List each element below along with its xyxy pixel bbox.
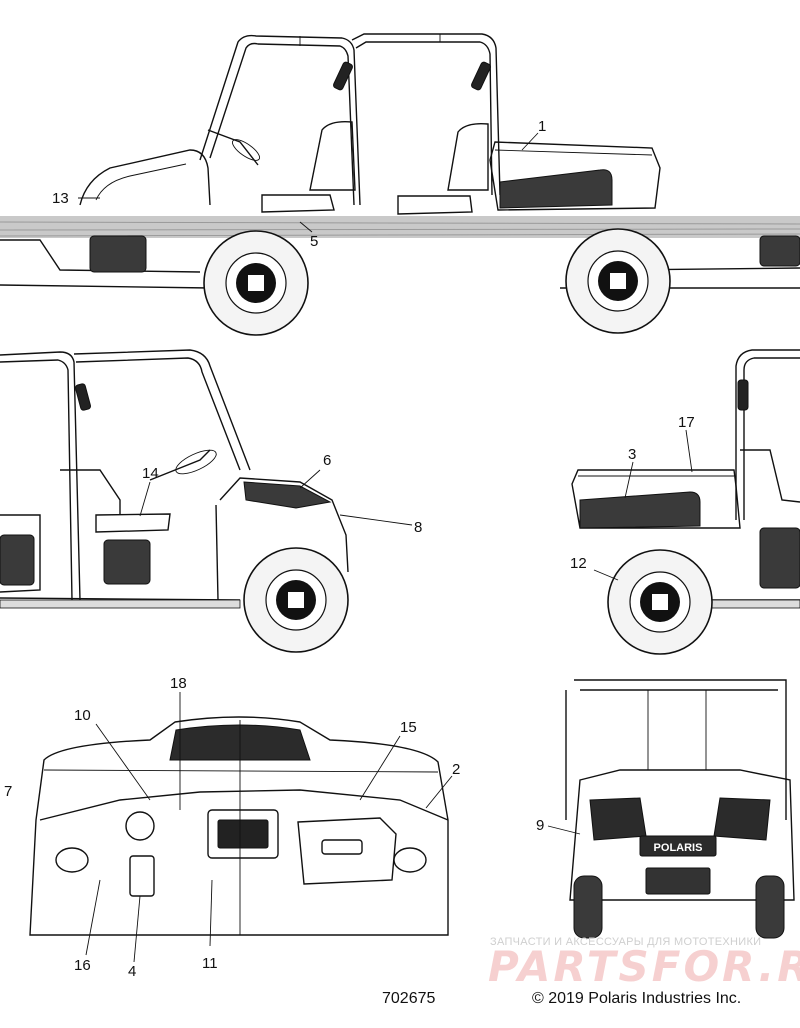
diagram-number: 702675 xyxy=(382,990,436,1007)
callout-7: 7 xyxy=(4,783,12,800)
callout-11: 11 xyxy=(202,955,218,972)
callout-9: 9 xyxy=(536,817,544,834)
copyright-notice: © 2019 Polaris Industries Inc. xyxy=(532,990,742,1007)
callout-15: 15 xyxy=(400,719,417,736)
callout-10: 10 xyxy=(74,707,91,724)
callout-17: 17 xyxy=(678,414,695,431)
side-view-full-vehicle xyxy=(0,33,800,336)
front-wheel-mid xyxy=(243,547,349,653)
callout-16: 16 xyxy=(74,957,91,974)
callout-4: 4 xyxy=(128,963,136,980)
grille-badge-text: POLARIS xyxy=(654,842,703,854)
callout-18: 18 xyxy=(170,675,187,692)
callout-2: 2 xyxy=(452,761,460,778)
callout-3: 3 xyxy=(628,446,636,463)
callout-13: 13 xyxy=(52,190,69,207)
watermark-tagline: ЗАПЧАСТИ И АКСЕССУАРЫ ДЛЯ МОТОТЕХНИКИ xyxy=(490,936,762,948)
front-view: POLARIS xyxy=(547,679,795,939)
front-wheel xyxy=(203,230,309,336)
callout-6: 6 xyxy=(323,452,331,469)
side-view-rear-section xyxy=(571,349,800,655)
side-view-front-section xyxy=(0,349,413,653)
callout-8: 8 xyxy=(414,519,422,536)
rear-wheel xyxy=(565,228,671,334)
callout-14: 14 xyxy=(142,465,159,482)
callout-1: 1 xyxy=(538,118,546,135)
watermark-brand: PARTSFOR.RU xyxy=(488,942,800,991)
rear-wheel-mid xyxy=(607,549,713,655)
callout-5: 5 xyxy=(310,233,318,250)
callout-12: 12 xyxy=(570,555,587,572)
dashboard-view xyxy=(29,692,453,963)
